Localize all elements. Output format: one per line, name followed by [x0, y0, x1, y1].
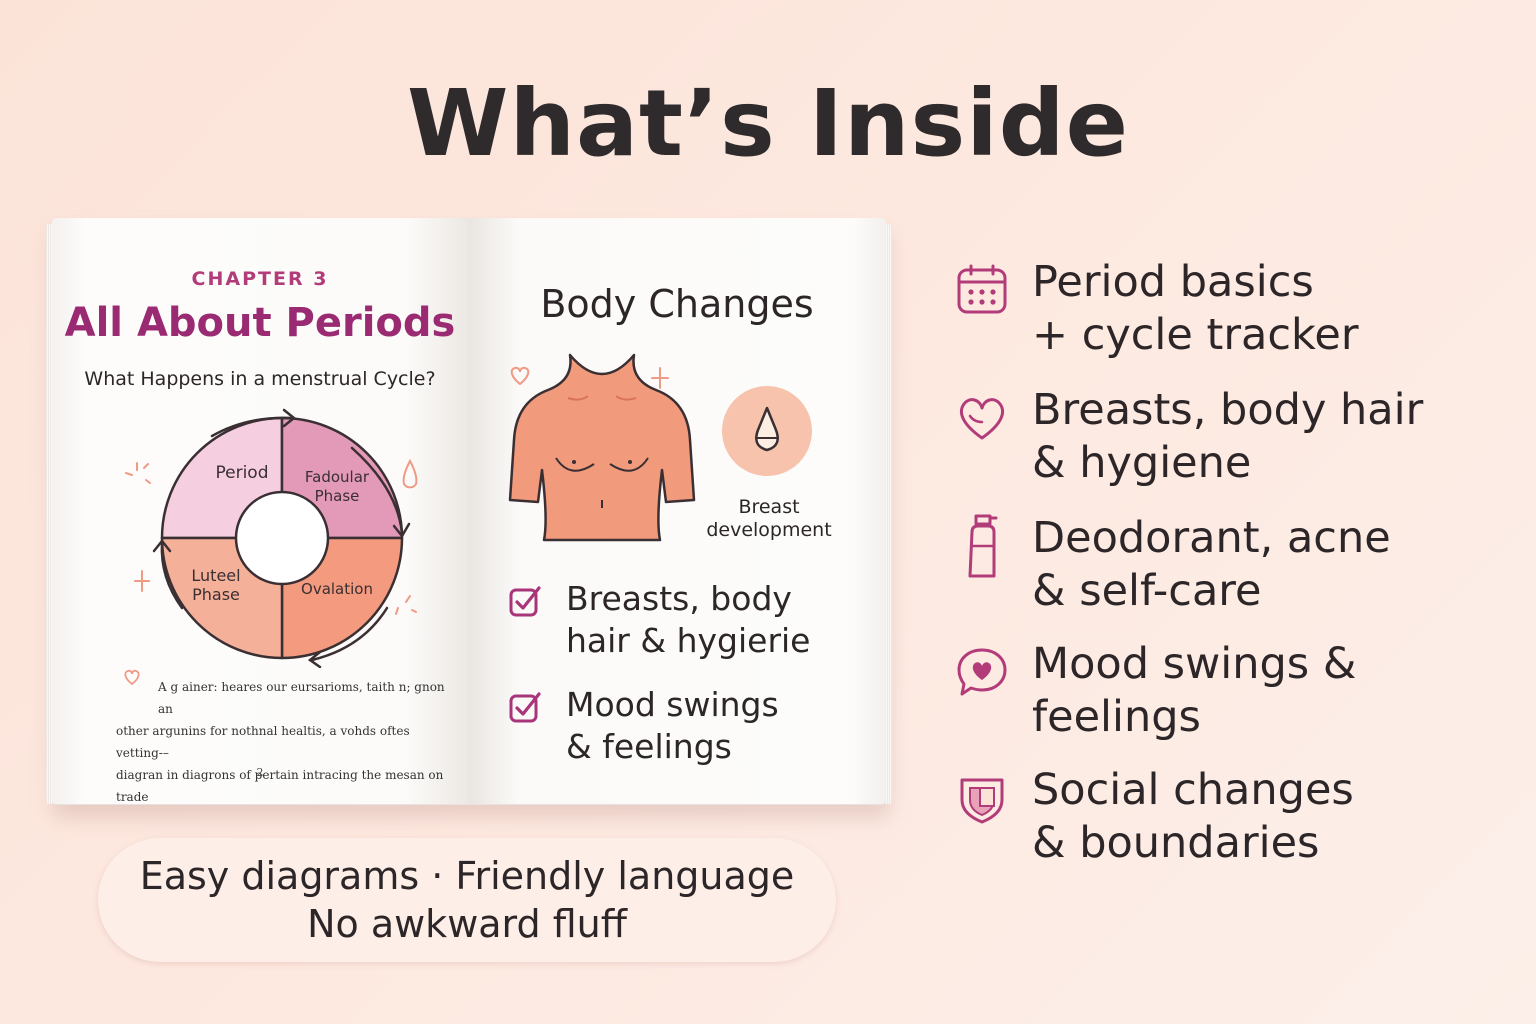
body-changes-title: Body Changes	[540, 282, 814, 326]
checkbox-icon	[509, 586, 541, 617]
chapter-label: CHAPTER 3	[191, 268, 329, 290]
tagline-pill: Easy diagrams · Friendly language No awk…	[98, 838, 836, 962]
bra-icon	[755, 406, 779, 452]
cycle-label-follicular: Fadoular Phase	[304, 468, 370, 505]
sparkle-icon	[395, 595, 417, 615]
cycle-label-period: Period	[215, 463, 269, 483]
droplet-icon	[402, 458, 418, 489]
left-page: CHAPTER 3 All About Periods What Happens…	[52, 218, 468, 804]
checklist-item: Breasts, body hair & hygierie	[508, 578, 868, 668]
checkbox-icon	[509, 692, 541, 723]
feature-item: Mood swings & feelings	[956, 638, 1496, 748]
plus-sparkle-icon	[134, 570, 150, 592]
body-line: diagran in diagrons of pertain intracing…	[116, 768, 444, 804]
feature-item: Deodorant, acne & self-care	[956, 512, 1496, 622]
small-heart-icon	[124, 669, 140, 686]
breast-development-label: Breast development	[706, 496, 832, 541]
cycle-diagram	[152, 408, 411, 668]
page-edge-left	[46, 224, 54, 804]
chat-heart-icon	[957, 648, 1007, 696]
feature-item: Breasts, body hair & hygiene	[956, 384, 1496, 494]
chapter-title: All About Periods	[64, 300, 456, 346]
page-title: What’s Inside	[406, 70, 1130, 177]
feature-text: Social changes & boundaries	[1032, 765, 1354, 868]
torso-illustration	[508, 353, 696, 542]
sparkle-icon	[125, 462, 151, 484]
bottle-icon	[968, 514, 998, 578]
feature-text: Deodorant, acne & self-care	[1032, 513, 1391, 616]
body-line: A g ainer: heares our eursarioms, taith …	[158, 680, 445, 716]
feature-text: Period basics + cycle tracker	[1032, 257, 1359, 360]
feature-text: Breasts, body hair & hygiene	[1032, 385, 1424, 488]
feature-text: Mood swings & feelings	[1032, 639, 1357, 742]
body-text: A g ainer: heares our eursarioms, taith …	[116, 676, 446, 808]
checklist-text: Breasts, body hair & hygierie	[566, 579, 811, 660]
right-page: Body Changes Breast development Breasts,…	[468, 218, 886, 804]
small-heart-icon	[510, 366, 530, 386]
body-line: other argunins for nothnal healtis, a vo…	[116, 724, 410, 760]
chapter-subtitle: What Happens in a menstrual Cycle?	[84, 368, 436, 390]
cycle-label-luteal: Luteel Phase	[191, 566, 241, 604]
checklist-item: Mood swings & feelings	[508, 684, 868, 774]
page-number: 2	[256, 766, 264, 779]
feature-item: Social changes & boundaries	[956, 764, 1496, 874]
feature-item: Period basics + cycle tracker	[956, 256, 1496, 366]
checklist-text: Mood swings & feelings	[566, 685, 779, 766]
tagline-line-1: Easy diagrams · Friendly language	[139, 854, 795, 898]
cycle-center	[234, 490, 330, 586]
cycle-label-ovulation: Ovalation	[301, 580, 373, 598]
page-edge-right	[884, 224, 892, 804]
tagline-line-2: No awkward fluff	[307, 902, 627, 946]
heart-icon	[959, 398, 1005, 440]
breast-development-badge	[722, 386, 812, 476]
calendar-icon	[957, 264, 1007, 314]
plus-sparkle-icon	[651, 367, 669, 389]
shield-icon	[960, 778, 1004, 824]
open-book: CHAPTER 3 All About Periods What Happens…	[46, 218, 892, 818]
